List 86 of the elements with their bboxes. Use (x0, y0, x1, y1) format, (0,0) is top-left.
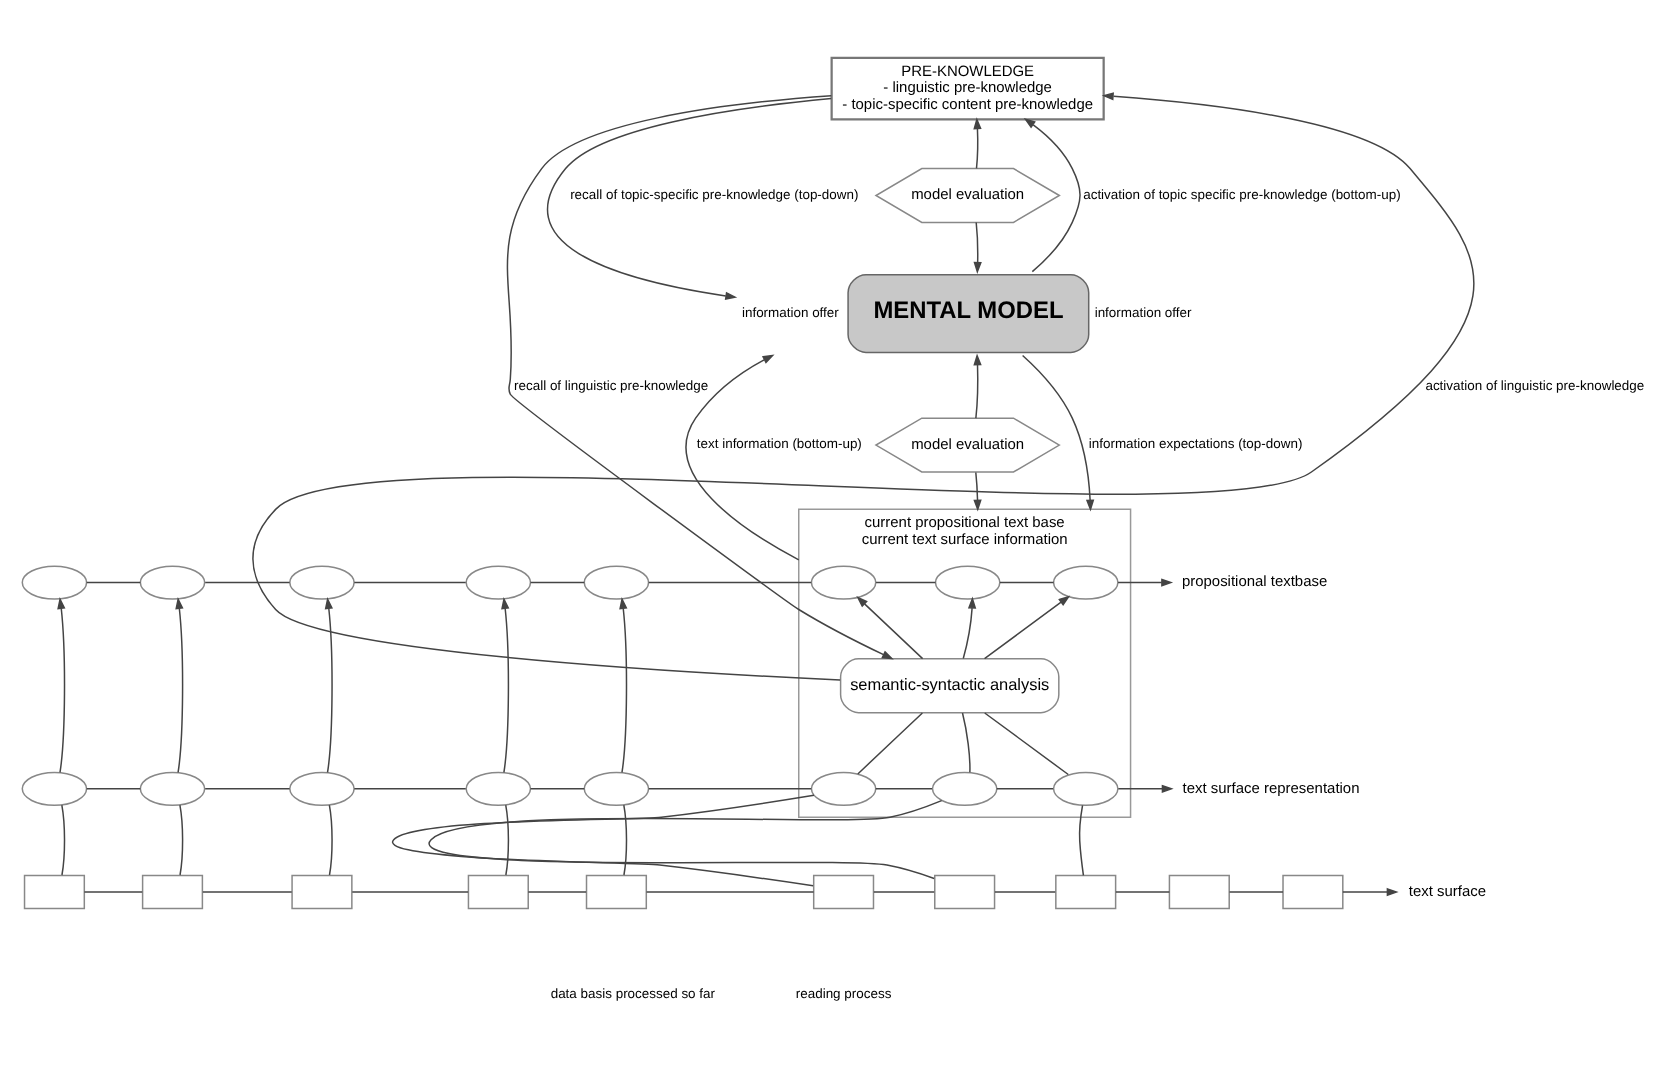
connector (1228, 891, 1284, 893)
node-box (1055, 874, 1117, 910)
arrow (175, 597, 184, 774)
connector (351, 891, 469, 893)
connector (430, 799, 943, 880)
connector (529, 788, 585, 790)
node-ellipse (21, 565, 88, 600)
arrow (1117, 578, 1174, 587)
node-ellipse (583, 771, 650, 807)
connector (648, 788, 812, 790)
node-ellipse (139, 565, 206, 600)
connector (875, 788, 933, 790)
arrow (1342, 887, 1399, 897)
connector (179, 804, 184, 876)
connector (204, 788, 291, 790)
connector (85, 581, 142, 584)
connector (994, 891, 1056, 893)
connector (204, 581, 291, 584)
connector (83, 891, 143, 893)
node-ellipse (931, 771, 998, 807)
arrow (506, 94, 894, 660)
node-ellipse (583, 565, 650, 600)
connector (202, 891, 293, 893)
connector (999, 581, 1055, 584)
connector (648, 581, 812, 584)
connector (353, 581, 467, 584)
node-ellipse (139, 771, 206, 807)
connector (873, 891, 935, 893)
connector (961, 712, 971, 773)
node-ellipse (465, 565, 532, 600)
arrow (685, 354, 800, 561)
arrow (856, 596, 924, 660)
node-text: propositional textbase (1181, 572, 1328, 591)
connector (328, 804, 333, 876)
connector (529, 581, 585, 584)
connector (984, 712, 1069, 776)
arrow (252, 92, 1475, 681)
node-box (23, 874, 86, 910)
node-box (585, 874, 648, 910)
node-ellipse (810, 565, 877, 600)
arrow (973, 221, 982, 274)
node-ellipse (21, 771, 88, 807)
node-box (934, 874, 996, 910)
connector (875, 581, 937, 584)
connector (392, 794, 815, 887)
node-box: PRE-KNOWLEDGE - linguistic pre-knowledge - topic-specific content pre-knowledge (830, 56, 1105, 121)
arrow (324, 597, 333, 774)
node-box (291, 874, 353, 910)
node-ellipse (289, 565, 355, 600)
arrow (547, 97, 832, 300)
arrow (973, 471, 982, 512)
connector (85, 788, 142, 790)
node-ellipse (934, 565, 1001, 600)
node-ellipse (1052, 565, 1119, 600)
node-text: text surface representation (1182, 778, 1360, 797)
arrow (983, 595, 1071, 660)
connector (857, 712, 924, 775)
arrow (1023, 118, 1081, 273)
connector (353, 788, 467, 790)
node-box (1168, 874, 1230, 910)
node-ellipse (1052, 771, 1119, 807)
arrow (619, 597, 628, 774)
node-box (141, 874, 204, 910)
node-ellipse (289, 771, 355, 807)
arrow (962, 596, 977, 660)
connector (645, 891, 815, 893)
connector (623, 804, 628, 876)
arrow (973, 117, 982, 170)
node-ellipse (810, 771, 877, 807)
node-box: semantic-syntactic analysis (839, 658, 1060, 714)
connector (505, 804, 510, 876)
node-box (812, 874, 875, 910)
arrow (501, 597, 510, 774)
connector (527, 891, 587, 893)
arrow (1021, 354, 1095, 512)
node-box (467, 874, 529, 910)
arrow (973, 353, 982, 419)
arrow (1117, 784, 1174, 794)
connector (1115, 891, 1171, 893)
node-text: text surface (1408, 881, 1487, 900)
node-ellipse (465, 771, 532, 807)
node-box (1282, 874, 1344, 910)
connector (996, 788, 1054, 790)
connector (61, 804, 66, 876)
connector (1078, 804, 1085, 877)
arrow (57, 597, 66, 774)
